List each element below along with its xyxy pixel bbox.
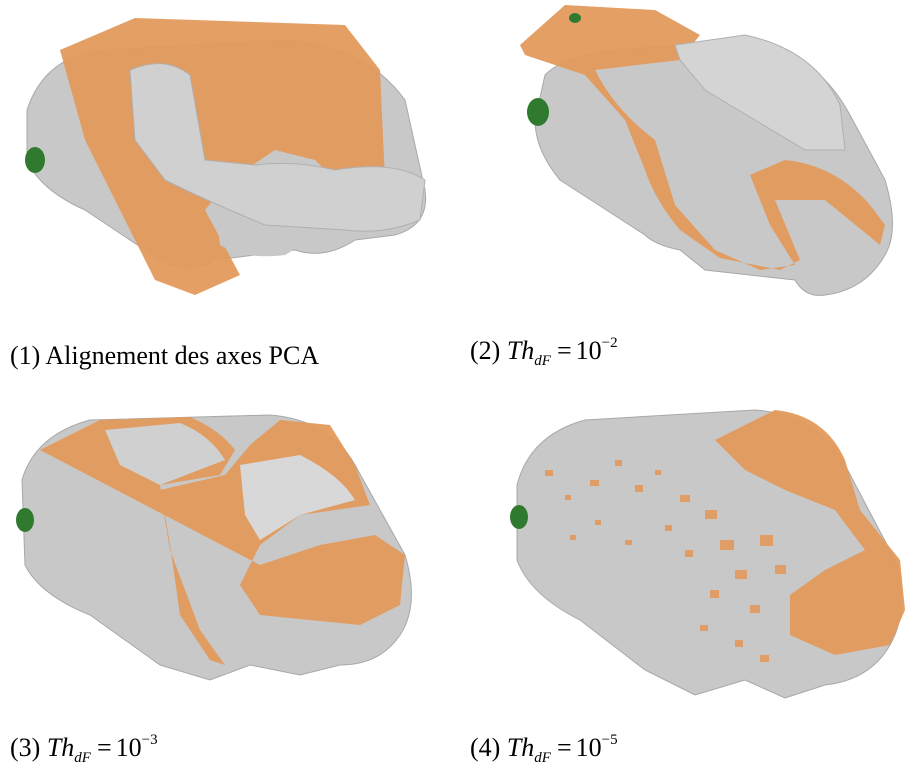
wheel-green <box>527 98 549 126</box>
panel-1-render <box>15 10 435 300</box>
caption-2: (2) ThdF=10−2 <box>470 335 618 369</box>
caption-1: (1) Alignement des axes PCA <box>10 341 320 370</box>
panel-3-render <box>10 405 430 705</box>
wheel-green <box>16 508 34 532</box>
caption-3: (3) ThdF=10−3 <box>10 732 158 766</box>
wheel-green <box>25 147 45 173</box>
caption-4: (4) ThdF=10−5 <box>470 732 618 766</box>
wheel-green <box>510 505 528 529</box>
panel-2-render <box>505 0 910 305</box>
panel-4-render <box>505 400 910 710</box>
